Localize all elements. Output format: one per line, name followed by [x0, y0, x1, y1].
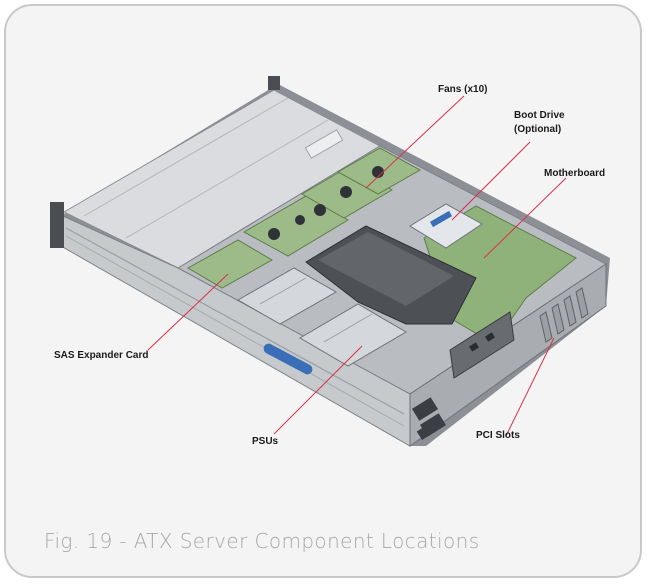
- fan-hub: [314, 204, 326, 216]
- pci-slot: [539, 311, 553, 343]
- rack-ear-front: [50, 202, 64, 248]
- server-illustration: Fans (x10) Boot Drive (Optional) Motherb…: [50, 76, 610, 447]
- figure-frame: Fans (x10) Boot Drive (Optional) Motherb…: [4, 4, 642, 578]
- pci-slot: [575, 287, 589, 319]
- front-wall-groove: [65, 235, 405, 427]
- cover-seam: [125, 119, 329, 239]
- io-port: [469, 342, 479, 352]
- callout-boot-drive-line2: (Optional): [514, 124, 561, 135]
- rack-ear-rear: [268, 76, 280, 90]
- air-shroud-top: [318, 232, 454, 306]
- callout-fans: Fans (x10): [438, 84, 487, 95]
- fan-hub: [340, 186, 352, 198]
- front-wall-groove: [65, 227, 405, 415]
- fan-hub: [268, 228, 280, 240]
- leader-lines: [147, 95, 567, 437]
- boot-drive-connector: [429, 210, 453, 228]
- callout-boot-drive-line1: Boot Drive: [514, 110, 565, 121]
- rear-io-panel: [449, 311, 515, 379]
- boot-drive: [409, 203, 483, 249]
- callout-sas-expander: SAS Expander Card: [54, 350, 148, 361]
- fan-hub: [295, 215, 305, 225]
- psu-bay: [236, 267, 338, 325]
- psu-bay: [299, 303, 407, 367]
- front-badge: [263, 343, 313, 375]
- pci-slot: [563, 295, 577, 327]
- fan-hub: [372, 166, 384, 178]
- sas-expander-board: [186, 239, 274, 289]
- callout-psus: PSUs: [252, 436, 279, 447]
- rear-handle: [416, 421, 438, 441]
- psu-vent: [259, 277, 307, 305]
- cover-seam: [83, 97, 289, 217]
- psu-exit: [411, 397, 439, 421]
- pci-slot: [551, 303, 565, 335]
- psu-vent: [323, 313, 373, 343]
- figure-caption: Fig. 19 - ATX Server Component Locations: [44, 529, 480, 553]
- io-port: [485, 332, 495, 342]
- callout-pci-slots: PCI Slots: [476, 430, 520, 441]
- cover-label: [304, 129, 344, 159]
- callout-motherboard: Motherboard: [544, 168, 605, 179]
